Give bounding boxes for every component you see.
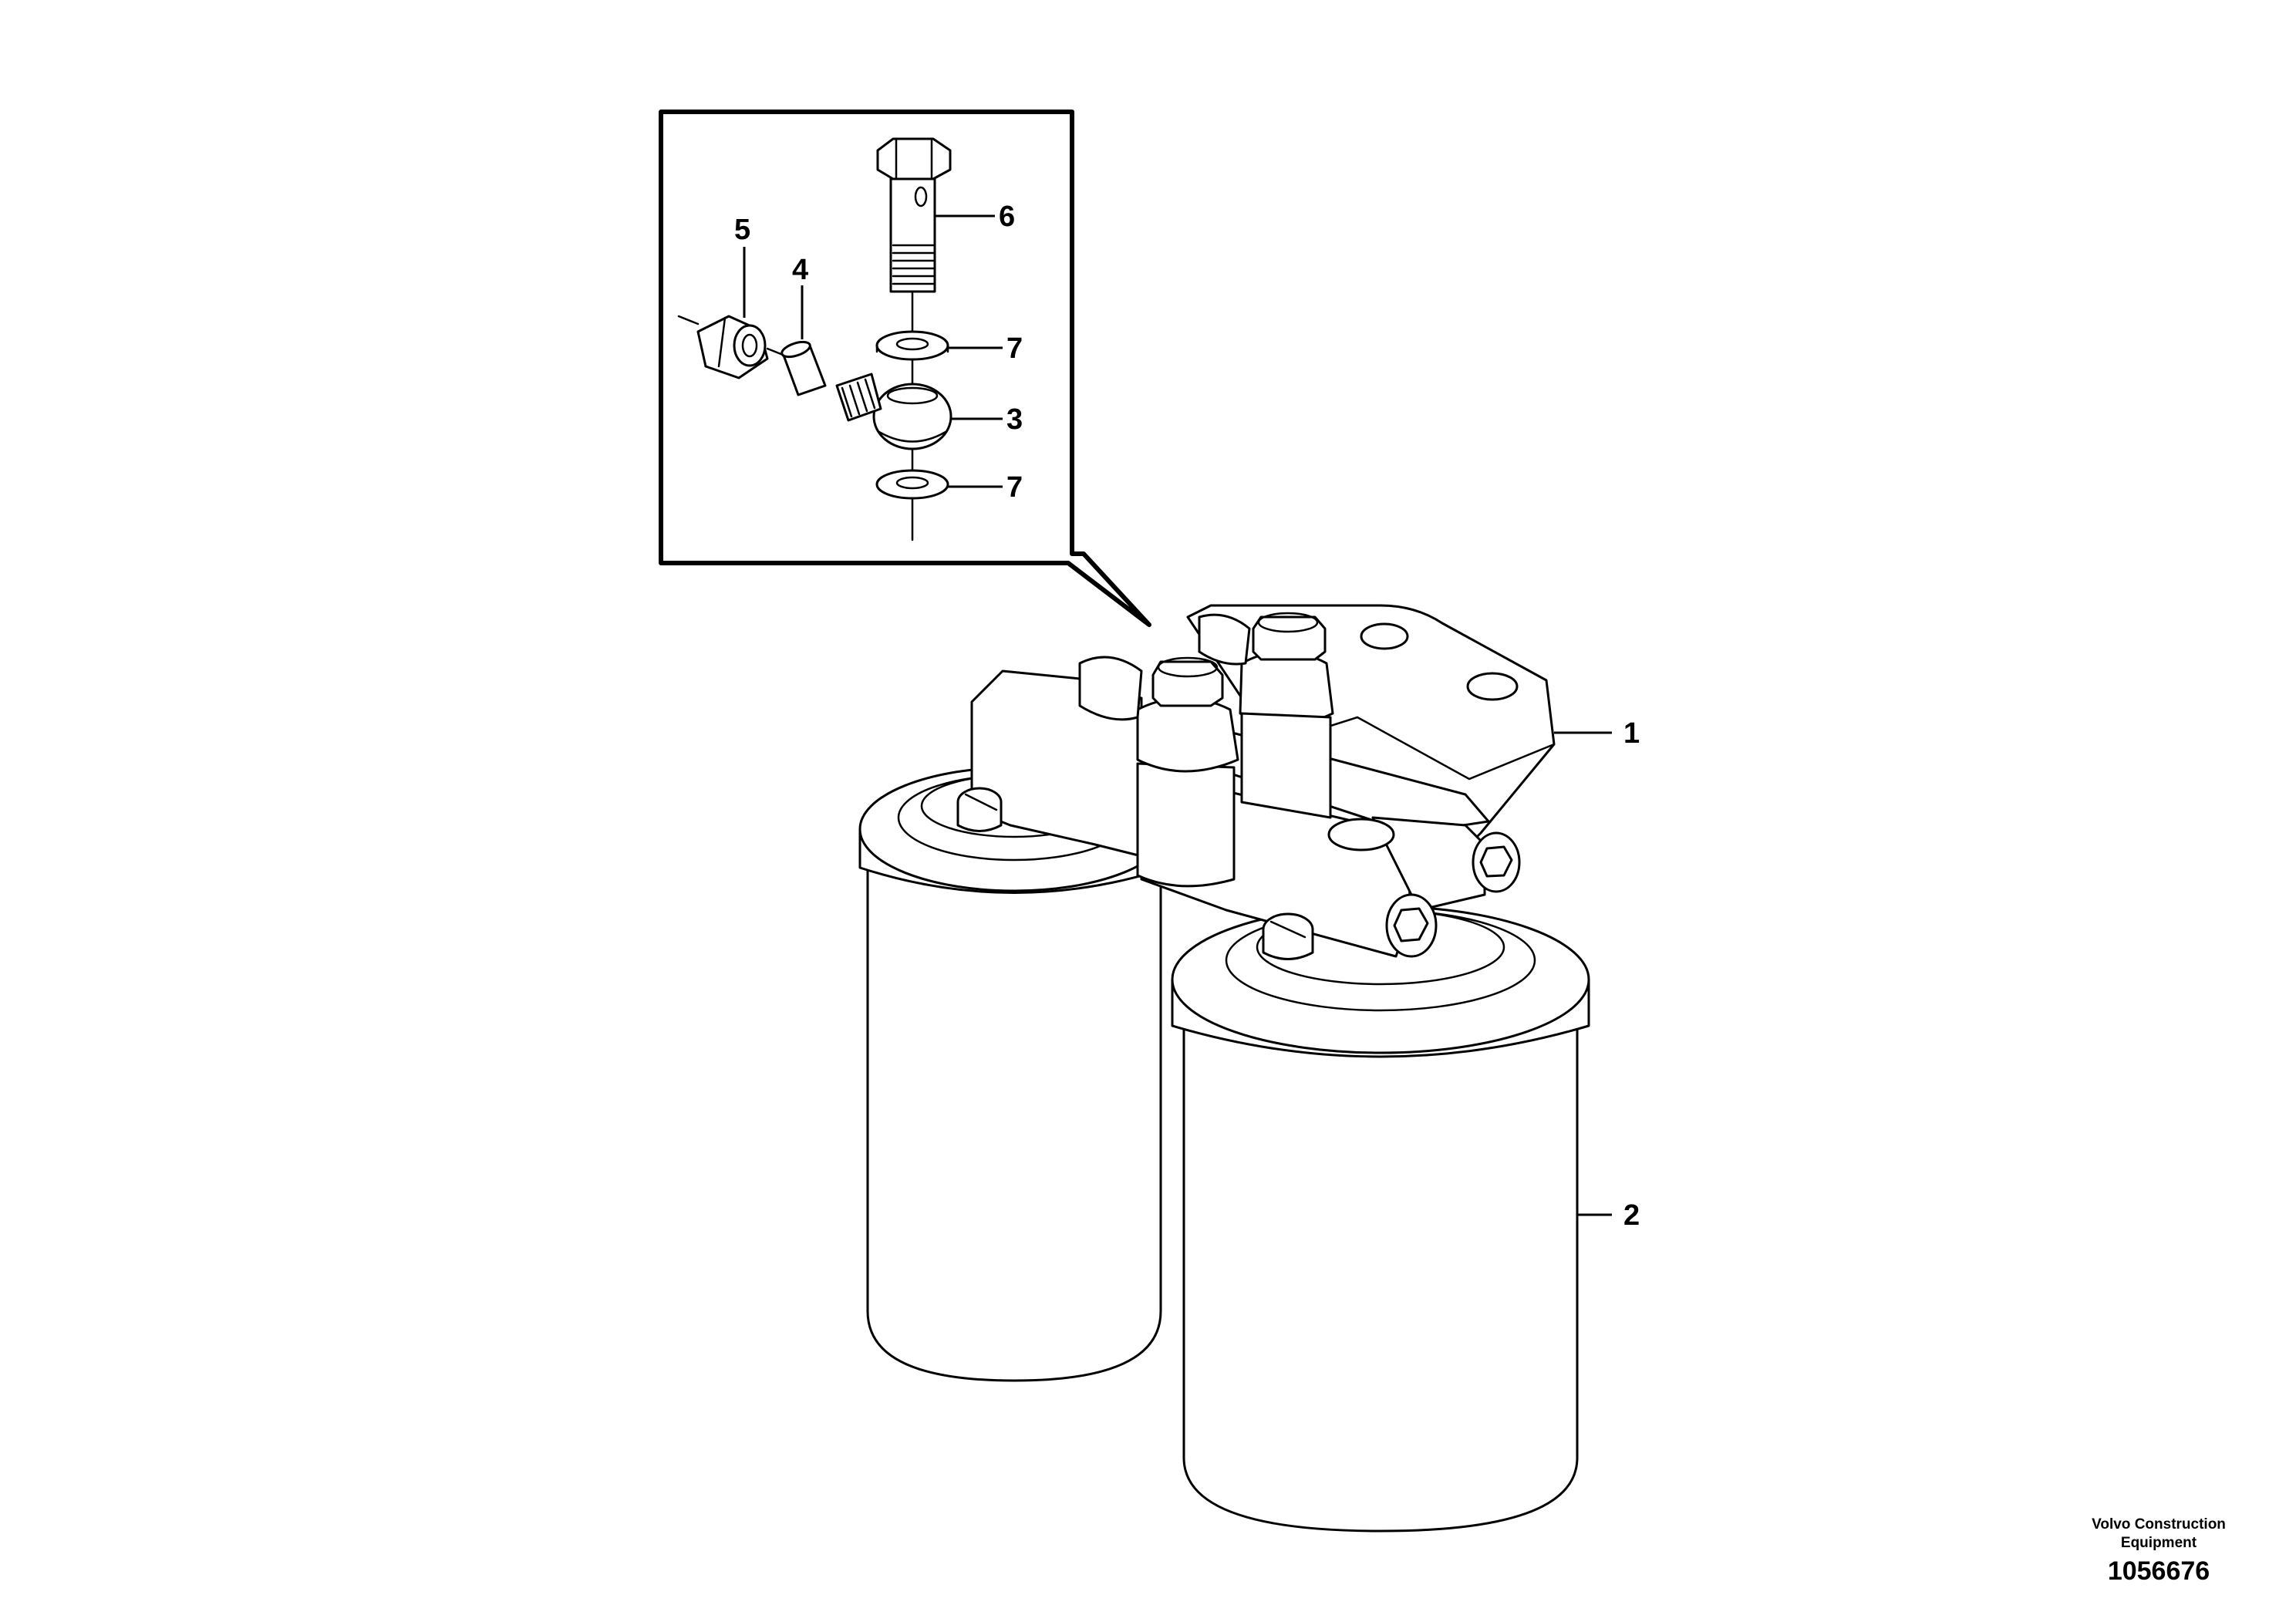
drawing-number: 1056676 (2108, 1556, 2210, 1586)
sealing-washer-lower (875, 469, 949, 500)
detail-inset (659, 110, 1151, 627)
banjo-fitting (872, 383, 952, 450)
banjo-connectors (1078, 612, 1334, 888)
filter-canister-left (858, 766, 1170, 1382)
callout-3: 3 (1006, 403, 1023, 436)
hex-nut (696, 315, 769, 379)
filter-canister-right (1171, 905, 1590, 1533)
callout-2: 2 (1623, 1199, 1640, 1232)
callout-5: 5 (734, 214, 750, 246)
threaded-sleeve (781, 340, 882, 422)
callout-1: 1 (1623, 717, 1640, 750)
company-name-line1: Volvo Construction (2092, 1516, 2226, 1533)
callout-7-lower: 7 (1006, 471, 1023, 504)
banjo-bolt (876, 137, 952, 333)
sealing-washer-upper (875, 330, 949, 361)
callout-6: 6 (999, 201, 1015, 233)
callout-7-upper: 7 (1006, 332, 1023, 365)
leader-lines (743, 214, 1612, 1216)
company-name-line2: Equipment (2121, 1535, 2197, 1551)
drawing-footer: Volvo Construction Equipment 1056676 (2092, 1516, 2226, 1586)
callout-4: 4 (792, 254, 808, 286)
